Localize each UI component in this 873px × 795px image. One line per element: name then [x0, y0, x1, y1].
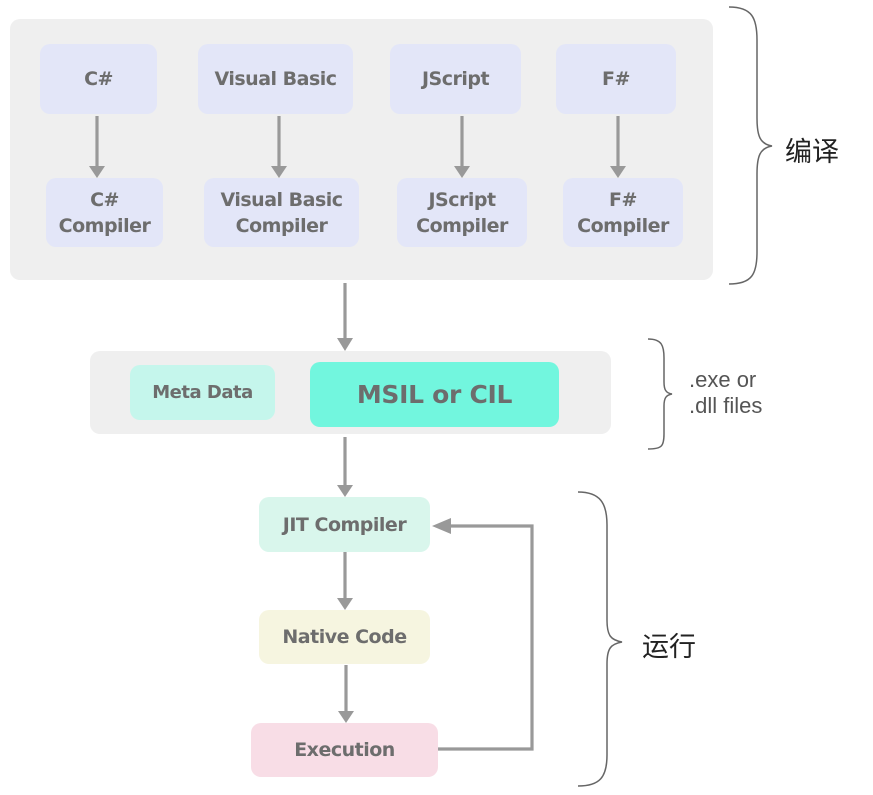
assembly-stage-label: .exe or .dll files — [689, 367, 762, 419]
execution-label: Execution — [294, 739, 395, 761]
meta-data-box: Meta Data — [130, 365, 275, 420]
native-code-box: Native Code — [259, 610, 430, 664]
arrowhead — [337, 485, 353, 497]
compiler-label-line2: Compiler — [235, 214, 328, 237]
arrowhead — [338, 711, 354, 723]
arrowhead — [337, 598, 353, 610]
arrowhead — [337, 338, 353, 351]
jit-compiler-box: JIT Compiler — [259, 497, 430, 552]
language-label: F# — [602, 68, 630, 90]
arrowhead — [610, 166, 626, 178]
assembly-label-line2: .dll files — [689, 393, 763, 418]
il-box: MSIL or CIL — [310, 362, 559, 427]
language-label: Visual Basic — [214, 68, 337, 90]
arrow-exec-loop-back — [438, 524, 534, 751]
compiler-label-line2: Compiler — [416, 214, 508, 237]
brace-compile — [728, 6, 773, 285]
il-label: MSIL or CIL — [356, 379, 513, 409]
native-code-label: Native Code — [282, 626, 407, 648]
compiler-label-line1: Visual Basic — [220, 188, 343, 211]
run-stage-label: 运行 — [642, 632, 696, 663]
meta-data-label: Meta Data — [152, 381, 253, 403]
arrowhead — [271, 166, 287, 178]
compiler-label-line2: Compiler — [58, 214, 151, 237]
assembly-label-line1: .exe or — [689, 367, 757, 392]
arrowhead — [89, 166, 105, 178]
arrowhead — [454, 166, 470, 178]
compile-stage-label: 编译 — [785, 137, 839, 168]
brace-run — [577, 491, 623, 787]
arrowhead — [432, 518, 451, 534]
brace-assembly — [647, 338, 673, 450]
compiler-label-line1: F# — [609, 188, 637, 211]
language-box-jscript: JScript — [390, 44, 521, 114]
compiler-box-fsharp: F# Compiler — [563, 178, 683, 247]
language-label: JScript — [421, 68, 490, 90]
compiler-label-line1: JScript — [428, 188, 496, 211]
jit-compiler-label: JIT Compiler — [282, 513, 407, 536]
compiler-box-csharp: C# Compiler — [46, 178, 163, 247]
compiler-label-line1: C# — [90, 188, 119, 211]
language-box-fsharp: F# — [556, 44, 676, 114]
compiler-label-line2: Compiler — [577, 214, 669, 237]
language-box-csharp: C# — [40, 44, 157, 114]
language-box-visual-basic: Visual Basic — [198, 44, 353, 114]
language-label: C# — [84, 68, 113, 90]
execution-box: Execution — [251, 723, 438, 777]
